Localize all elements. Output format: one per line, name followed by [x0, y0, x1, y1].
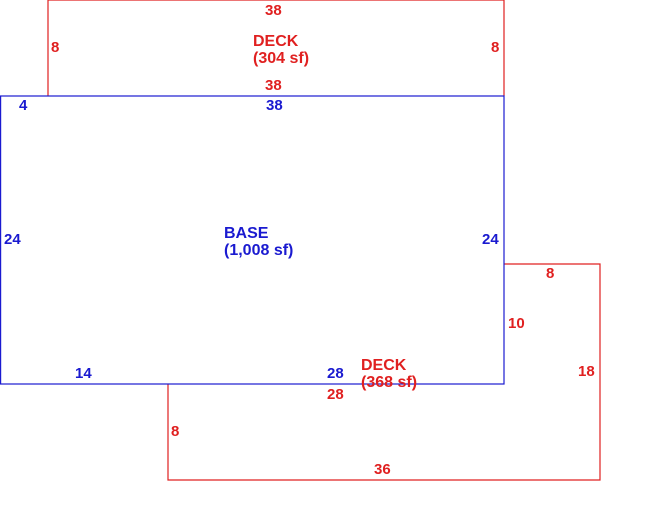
- lower-deck-top-dim: 28: [327, 386, 344, 403]
- base-left-dim: 24: [4, 231, 21, 248]
- lower-deck-title: DECK: [361, 357, 407, 374]
- base-bottom-left-dim: 14: [75, 365, 92, 382]
- upper-deck-bottom-dim: 38: [265, 77, 282, 94]
- upper-deck-outline: [47, 0, 505, 96]
- base-right-dim: 24: [482, 231, 499, 248]
- lower-deck-step-top-dim: 8: [546, 265, 554, 282]
- base-outline: [0, 95, 505, 385]
- lower-deck-bottom-dim: 36: [374, 461, 391, 478]
- upper-deck-area: (304 sf): [253, 50, 309, 67]
- lower-deck-left-dim: 8: [171, 423, 179, 440]
- lower-deck-outline: [167, 263, 601, 481]
- lower-deck-area: (368 sf): [361, 374, 417, 391]
- base-corner-dim: 4: [19, 97, 28, 114]
- upper-deck-title: DECK: [253, 33, 299, 50]
- base-title: BASE: [224, 225, 269, 242]
- upper-deck-right-dim: 8: [491, 39, 499, 56]
- base-area: (1,008 sf): [224, 242, 293, 259]
- lower-deck-right-dim: 18: [578, 363, 595, 380]
- lower-deck-step-side-dim: 10: [508, 315, 525, 332]
- base-top-dim: 38: [266, 97, 283, 114]
- upper-deck-left-dim: 8: [51, 39, 59, 56]
- upper-deck-top-dim: 38: [265, 2, 282, 19]
- base-bottom-right-dim: 28: [327, 365, 344, 382]
